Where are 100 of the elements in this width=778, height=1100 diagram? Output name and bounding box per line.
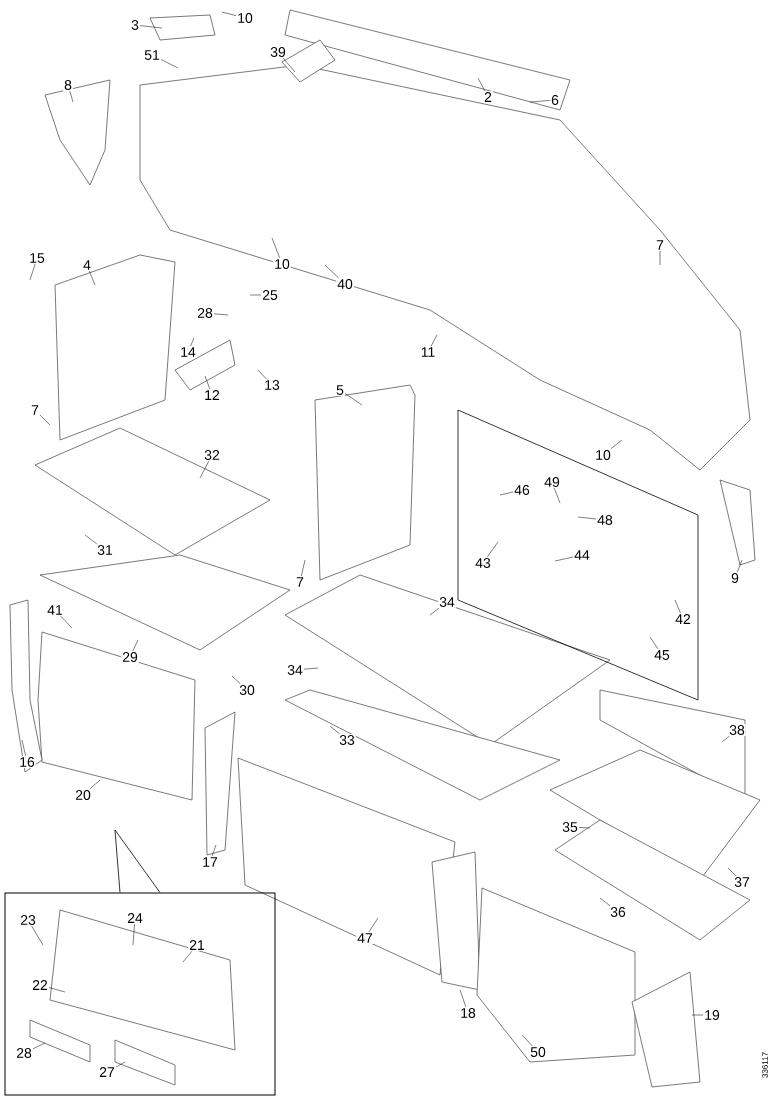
leader-line	[132, 923, 135, 946]
leader-line	[115, 1061, 126, 1068]
leader-line	[29, 263, 36, 281]
callout-number: 6	[550, 94, 560, 106]
leader-line	[477, 77, 486, 92]
callout-number: 47	[356, 932, 374, 944]
leader-line	[231, 675, 241, 685]
leader-line	[60, 615, 73, 629]
callout-number: 37	[733, 876, 751, 888]
leader-line	[499, 491, 514, 496]
leader-line	[89, 270, 96, 286]
callout-number: 8	[63, 79, 73, 91]
callout-number: 44	[573, 549, 591, 561]
callout-number: 7	[30, 404, 40, 416]
leader-line	[329, 725, 340, 735]
leader-line	[529, 100, 551, 103]
leader-line	[459, 989, 467, 1008]
callout-number: 14	[179, 346, 197, 358]
leader-line	[283, 57, 296, 73]
callout-number: 29	[121, 651, 139, 663]
callout-number: 41	[46, 604, 64, 616]
leader-line	[659, 250, 661, 266]
leader-line	[430, 334, 438, 347]
leader-line	[303, 667, 319, 670]
leader-line	[674, 599, 681, 614]
leader-line	[649, 636, 659, 650]
callout-number: 19	[703, 1009, 721, 1021]
leader-line	[301, 559, 306, 577]
callout-number: 23	[19, 914, 37, 926]
leader-line	[204, 375, 210, 390]
leader-line	[21, 739, 26, 757]
callout-number: 28	[196, 307, 214, 319]
leader-line	[211, 844, 217, 857]
callout-number: 46	[513, 484, 531, 496]
callout-number: 33	[338, 734, 356, 746]
leader-line	[190, 337, 195, 347]
leader-line	[257, 369, 267, 380]
callout-number: 39	[269, 46, 287, 58]
callout-number: 35	[561, 821, 579, 833]
callout-number: 4	[82, 259, 92, 271]
callout-number: 10	[273, 258, 291, 270]
leader-line	[721, 735, 730, 743]
leader-line	[487, 541, 499, 558]
leader-line	[324, 264, 339, 279]
callout-number: 43	[474, 557, 492, 569]
callout-number: 31	[96, 544, 114, 556]
callout-number: 42	[674, 613, 692, 625]
callout-number: 48	[596, 514, 614, 526]
leader-line	[521, 1034, 533, 1047]
callout-number: 28	[15, 1047, 33, 1059]
callout-number: 40	[336, 278, 354, 290]
leader-line	[139, 25, 163, 29]
callout-number: 12	[203, 389, 221, 401]
leader-line	[610, 439, 623, 450]
callout-number: 49	[543, 476, 561, 488]
callout-number: 30	[238, 684, 256, 696]
callout-number: 25	[261, 289, 279, 301]
drawing-number: 336117	[762, 1052, 768, 1078]
leader-line	[368, 917, 379, 933]
leader-line	[429, 607, 440, 616]
callout-number: 13	[263, 379, 281, 391]
callout-number: 32	[203, 449, 221, 461]
callout-number: 34	[438, 596, 456, 608]
leader-line	[737, 559, 743, 573]
callout-number: 38	[728, 724, 746, 736]
callout-number: 10	[236, 12, 254, 24]
leader-line	[84, 534, 98, 545]
leader-line	[69, 90, 74, 103]
leader-line	[344, 393, 363, 406]
leader-line	[554, 556, 574, 562]
callout-number: 7	[655, 239, 665, 251]
leader-line	[578, 827, 591, 829]
leader-line	[32, 1042, 46, 1049]
leader-line	[48, 987, 66, 993]
callout-number: 7	[295, 576, 305, 588]
leader-line	[160, 59, 179, 69]
leader-line	[89, 779, 101, 790]
callout-number: 34	[286, 664, 304, 676]
callout-number: 50	[529, 1046, 547, 1058]
leader-line	[132, 639, 139, 652]
leader-line	[691, 1014, 704, 1016]
leader-line	[577, 516, 597, 520]
callout-number: 36	[609, 906, 627, 918]
leader-line	[727, 867, 737, 877]
callout-number: 21	[188, 939, 206, 951]
detail-frame	[4, 892, 276, 1096]
leader-line	[182, 950, 193, 963]
leader-line	[554, 487, 561, 504]
leader-line	[249, 294, 262, 296]
callout-number: 18	[459, 1007, 477, 1019]
callout-number: 15	[28, 252, 46, 264]
leader-line	[221, 11, 237, 16]
leader-line	[39, 414, 51, 426]
callout-number: 3	[130, 19, 140, 31]
leader-line	[271, 237, 280, 259]
leader-line	[213, 313, 229, 316]
callout-number: 11	[419, 346, 437, 358]
callout-number: 27	[98, 1066, 116, 1078]
callout-number: 16	[18, 756, 36, 768]
callout-number: 20	[74, 789, 92, 801]
